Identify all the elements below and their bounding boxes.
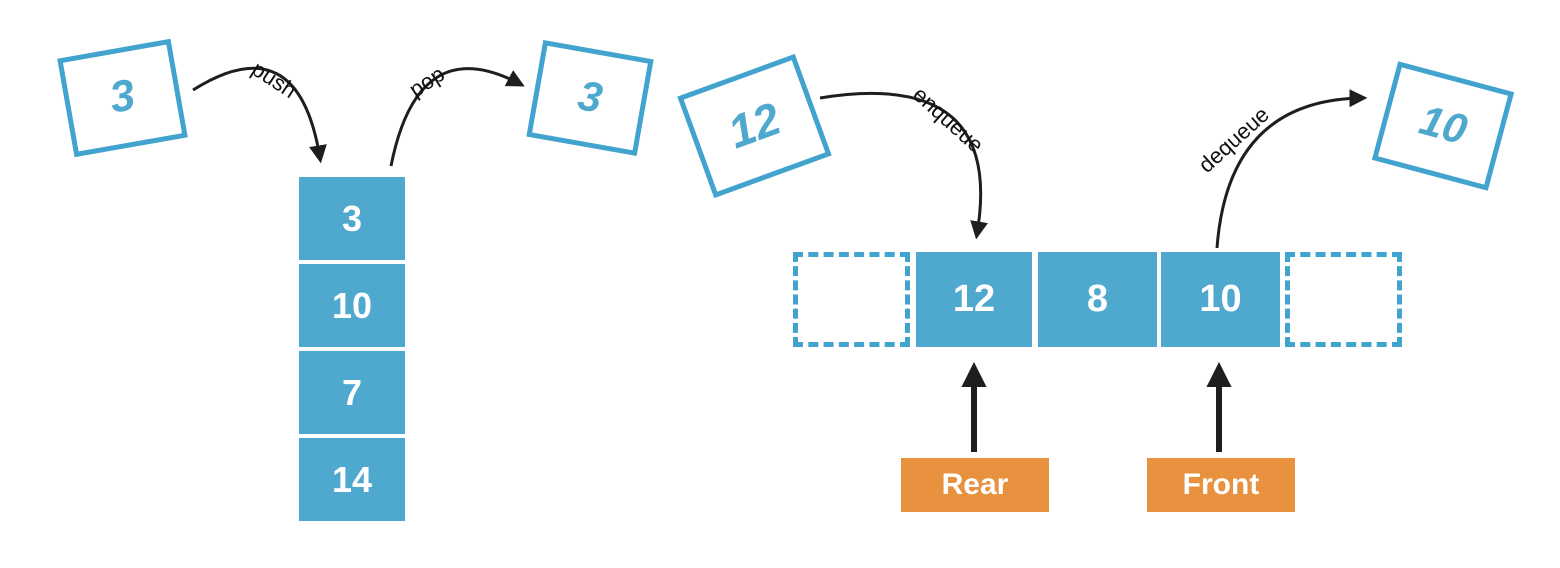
stack-pop-item-box: 3 xyxy=(526,40,654,156)
queue-enqueue-item-value: 12 xyxy=(721,91,788,159)
queue-cell: 8 xyxy=(1038,252,1157,347)
pop-label: pop xyxy=(404,61,449,103)
push-label: push xyxy=(247,56,302,104)
queue-dequeue-item-box: 10 xyxy=(1371,61,1515,191)
stack-push-item-box: 3 xyxy=(57,38,188,158)
stack-push-item-value: 3 xyxy=(105,70,139,123)
stack-cell-value: 10 xyxy=(331,284,373,326)
queue-empty-cell-right xyxy=(1285,252,1402,347)
stack-cell: 10 xyxy=(299,264,405,347)
queue-cell-value: 12 xyxy=(952,278,996,320)
enqueue-label: enqueue xyxy=(908,81,989,158)
queue-cell-value: 10 xyxy=(1199,278,1242,320)
front-label: Front xyxy=(1182,468,1260,501)
stack-cell: 3 xyxy=(299,177,405,260)
front-badge: Front xyxy=(1147,458,1295,512)
queue-cell: 12 xyxy=(916,252,1032,347)
rear-badge: Rear xyxy=(901,458,1049,512)
stack-cell-value: 14 xyxy=(331,458,373,500)
queue-dequeue-item-value: 10 xyxy=(1414,95,1473,154)
stack-column: 3 10 7 14 xyxy=(299,177,405,521)
dequeue-label: dequeue xyxy=(1193,101,1274,178)
stack-cell-value: 3 xyxy=(341,197,363,239)
rear-label: Rear xyxy=(941,468,1009,501)
queue-cell: 10 xyxy=(1161,252,1280,347)
stack-cell: 14 xyxy=(299,438,405,521)
queue-cell-value: 8 xyxy=(1086,278,1109,320)
queue-enqueue-item-box: 12 xyxy=(677,53,832,199)
stack-cell: 7 xyxy=(299,351,405,434)
stack-cell-value: 7 xyxy=(341,371,363,413)
queue-empty-cell-left xyxy=(793,252,910,347)
stack-pop-item-value: 3 xyxy=(574,71,606,122)
